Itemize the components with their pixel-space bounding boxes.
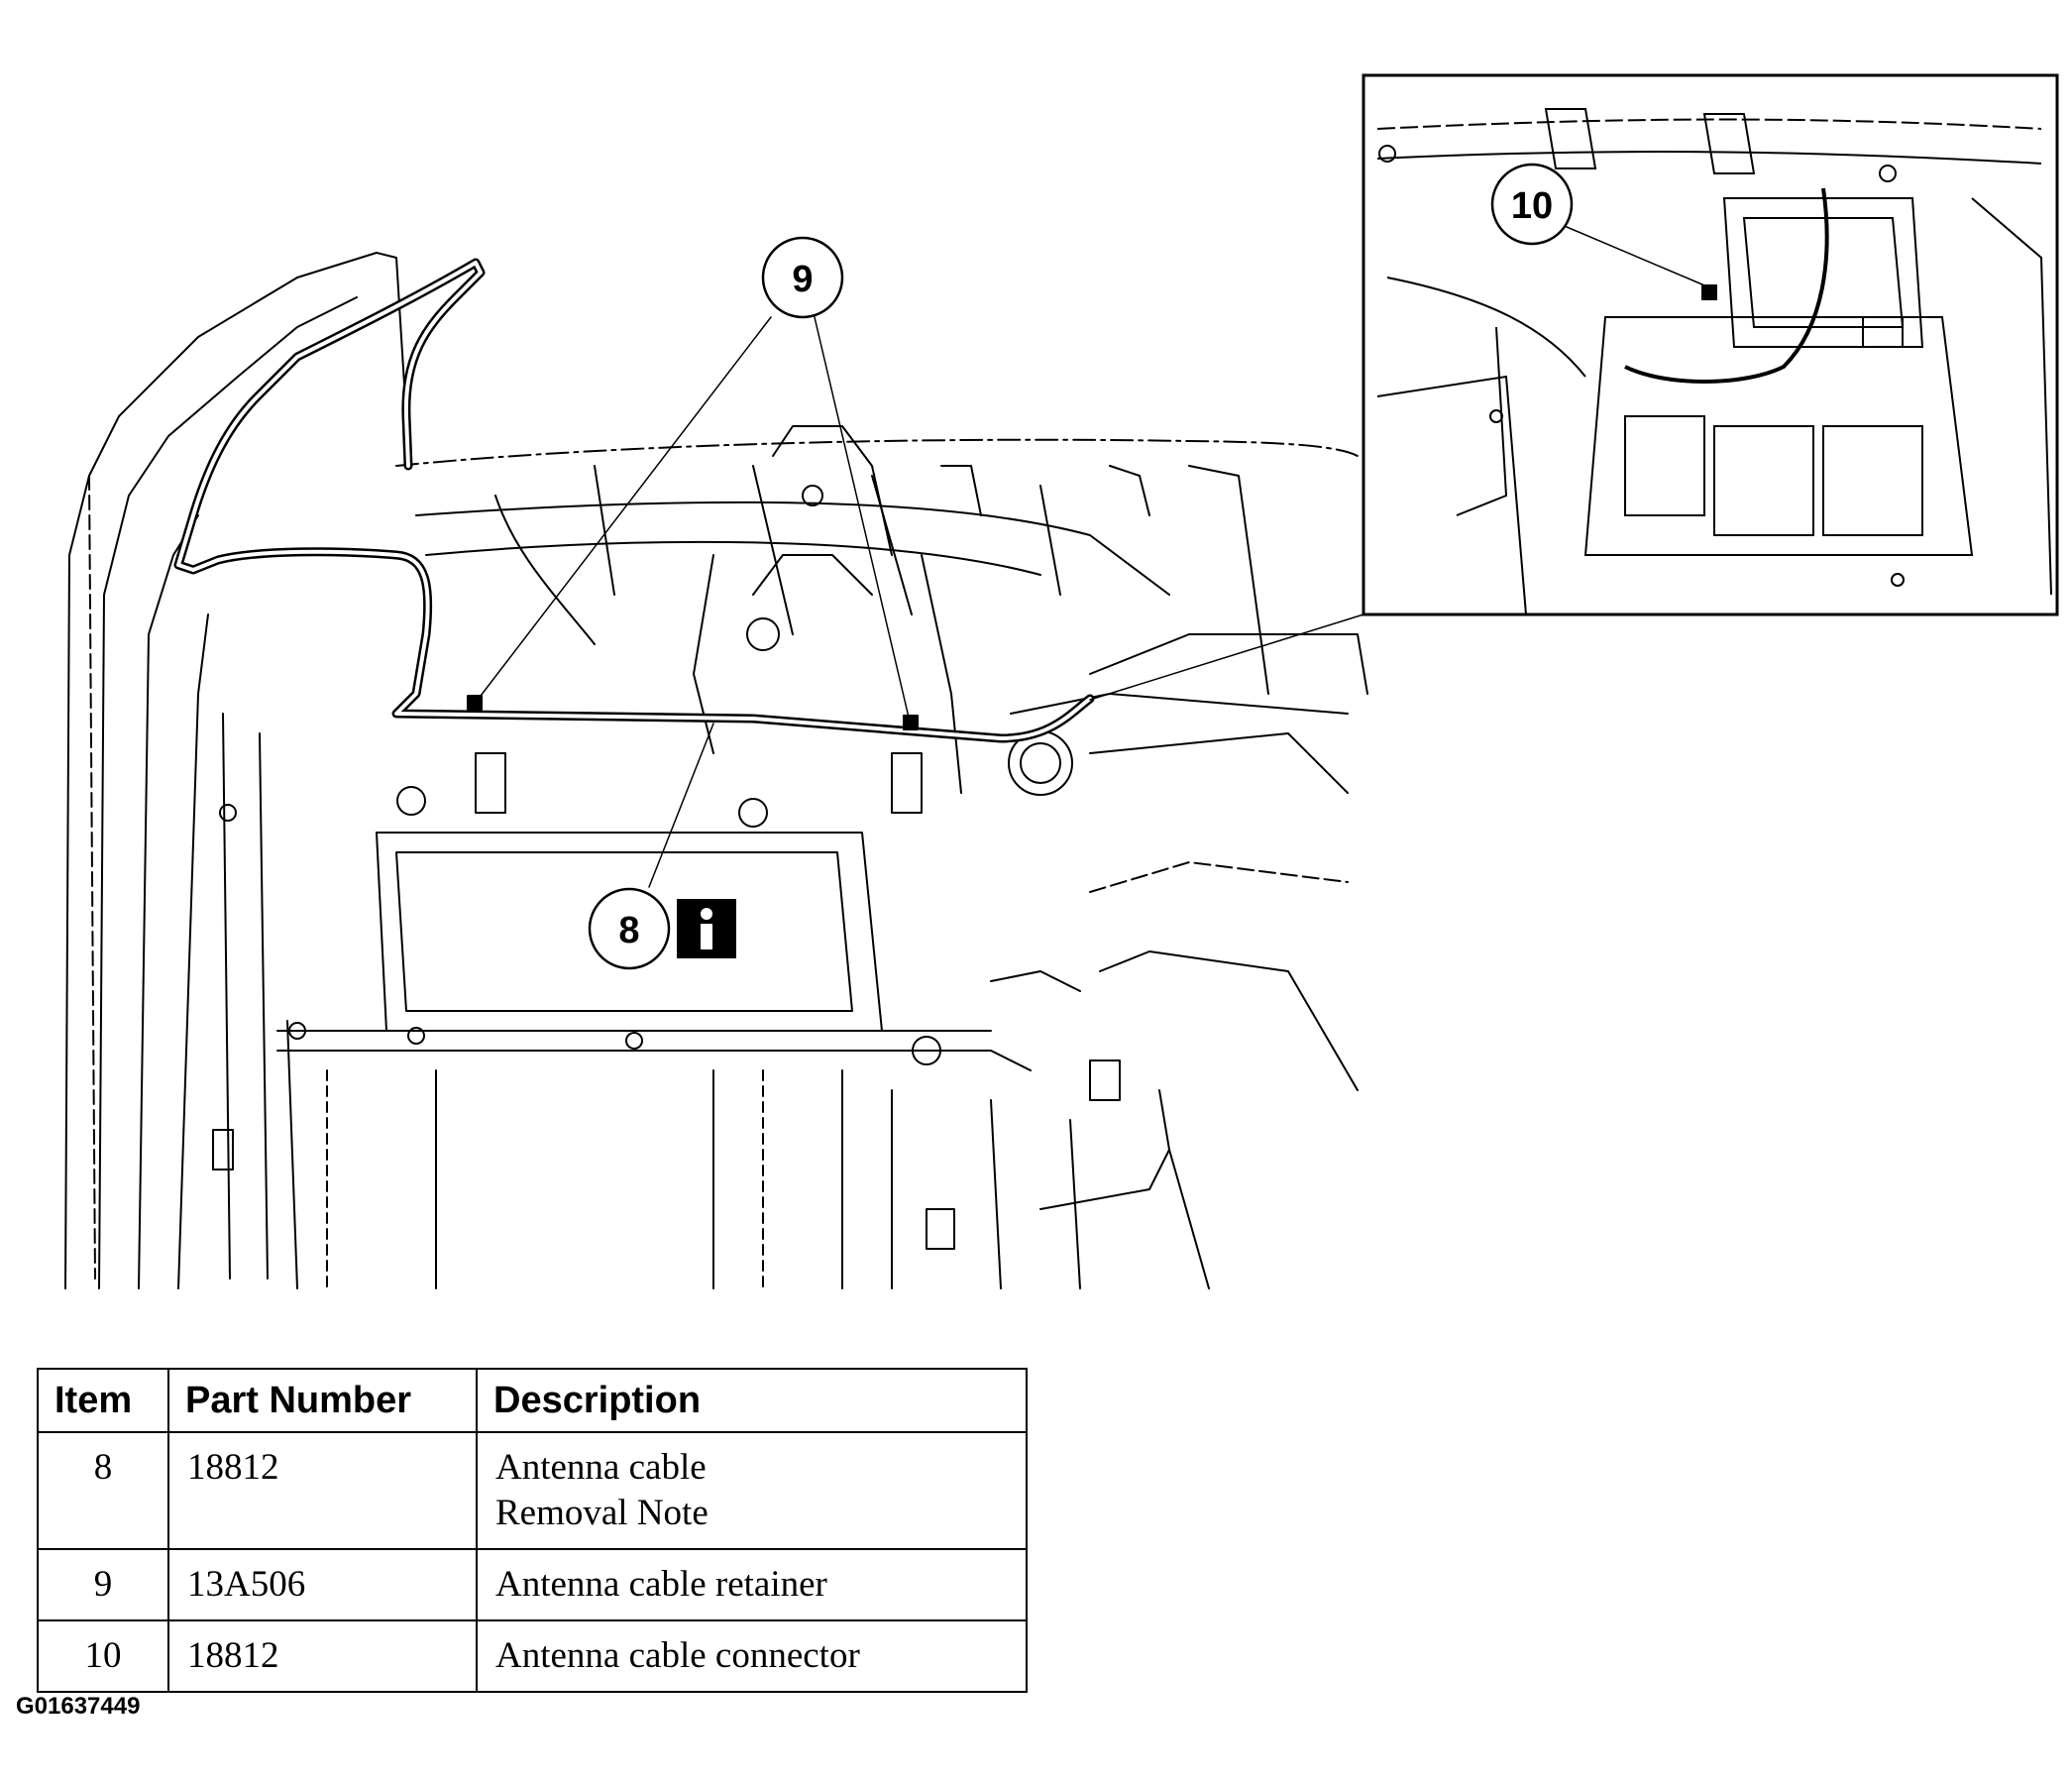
callout-8: 8 [588,887,671,970]
part-number-cell: 13A506 [167,1548,478,1621]
table-row: 9 13A506 Antenna cable retainer [37,1548,1028,1621]
part-number-cell: 18812 [167,1619,478,1693]
info-icon [677,899,736,958]
part-number-cell: 18812 [167,1431,478,1550]
item-cell: 10 [37,1619,169,1693]
header-description: Description [476,1368,1028,1433]
figure-id: G01637449 [16,1693,141,1720]
header-part-number: Part Number [167,1368,478,1433]
callout-9: 9 [761,236,844,319]
removal-note-link[interactable]: Removal Note [495,1493,709,1533]
antenna-cable [173,258,1095,743]
parts-table: Item Part Number Description 8 18812 Ant… [37,1368,1028,1693]
description-line: Antenna cable [495,1447,707,1488]
instrument-panel-illustration: 9 8 10 [64,73,2059,1289]
item-cell: 9 [37,1548,169,1621]
item-cell: 8 [37,1431,169,1550]
callout-8-label: 8 [618,910,639,951]
description-line: Antenna cable retainer [495,1564,827,1605]
a-pillar-outline [64,252,407,1289]
dash-top-surface [395,438,1359,695]
center-console [693,425,1150,794]
table-header-row: Item Part Number Description [37,1368,1028,1433]
glove-box-frame [276,832,1032,1289]
callout-10-label: 10 [1511,185,1553,227]
description-cell: Antenna cable Removal Note [476,1431,1028,1550]
detail-inset [1362,73,2059,616]
description-cell: Antenna cable connector [476,1619,1028,1693]
mounting-hardware [212,730,1121,1250]
description-cell: Antenna cable retainer [476,1548,1028,1621]
table-row: 10 18812 Antenna cable connector [37,1619,1028,1693]
description-line: Antenna cable connector [495,1635,860,1676]
table-row: 8 18812 Antenna cable Removal Note [37,1431,1028,1550]
callout-9-label: 9 [792,259,813,300]
header-item: Item [37,1368,169,1433]
callout-10: 10 [1490,163,1574,246]
leader-lines [477,223,1710,888]
